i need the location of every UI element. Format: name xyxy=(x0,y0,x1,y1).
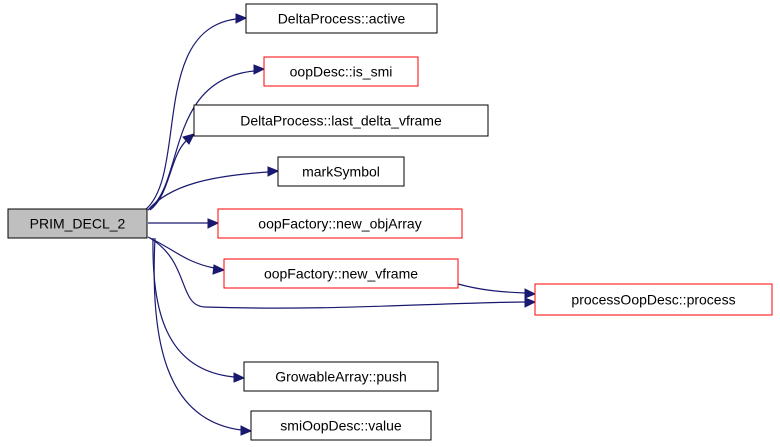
arrowhead-process-2 xyxy=(524,288,537,299)
root-node-label: PRIM_DECL_2 xyxy=(30,216,126,232)
node-delta-process-last-delta-vframe[interactable]: DeltaProcess::last_delta_vframe xyxy=(193,104,489,137)
edge-root-to-last-delta-vframe xyxy=(149,139,188,211)
arrowhead-value xyxy=(240,425,253,436)
node-label: oopFactory::new_objArray xyxy=(258,216,421,232)
arrowhead-mark-symbol xyxy=(267,166,280,177)
node-label: processOopDesc::process xyxy=(571,292,735,308)
node-label: DeltaProcess::last_delta_vframe xyxy=(240,113,442,129)
node-oop-factory-new-obj-array[interactable]: oopFactory::new_objArray xyxy=(217,208,463,239)
node-label: smiOopDesc::value xyxy=(280,418,402,434)
node-label: DeltaProcess::active xyxy=(278,11,406,27)
node-label: markSymbol xyxy=(302,164,380,180)
edge-root-to-new-vframe xyxy=(147,236,215,269)
edge-root-to-mark-symbol xyxy=(147,171,269,211)
arrowhead-is-smi xyxy=(253,64,266,75)
arrowhead-process-1 xyxy=(524,297,537,308)
arrowhead-push xyxy=(233,372,246,383)
arrowhead-new-vframe xyxy=(212,264,226,275)
node-mark-symbol[interactable]: markSymbol xyxy=(277,156,405,187)
node-oop-desc-is-smi[interactable]: oopDesc::is_smi xyxy=(263,56,419,87)
node-label: GrowableArray::push xyxy=(275,369,407,385)
root-node[interactable]: PRIM_DECL_2 xyxy=(7,208,148,239)
node-label: oopDesc::is_smi xyxy=(290,64,393,80)
arrowhead-last-delta-vframe xyxy=(182,133,195,145)
arrowhead-new-obj-array xyxy=(207,218,220,229)
edge-root-to-active xyxy=(144,18,237,211)
node-label: oopFactory::new_vframe xyxy=(264,266,418,282)
node-smi-oop-desc-value[interactable]: smiOopDesc::value xyxy=(250,410,432,441)
node-oop-factory-new-vframe[interactable]: oopFactory::new_vframe xyxy=(223,258,459,289)
edge-root-to-is-smi xyxy=(147,70,255,211)
edge-new-vframe-to-process xyxy=(457,283,526,294)
arrowhead-active xyxy=(235,13,248,24)
edge-root-to-value xyxy=(153,237,242,431)
edge-root-to-push xyxy=(152,237,235,378)
edges xyxy=(144,13,537,436)
node-process-oop-desc-process[interactable]: processOopDesc::process xyxy=(534,283,773,316)
node-growable-array-push[interactable]: GrowableArray::push xyxy=(243,361,439,392)
node-delta-process-active[interactable]: DeltaProcess::active xyxy=(245,3,438,34)
edge-root-to-process xyxy=(149,237,526,309)
